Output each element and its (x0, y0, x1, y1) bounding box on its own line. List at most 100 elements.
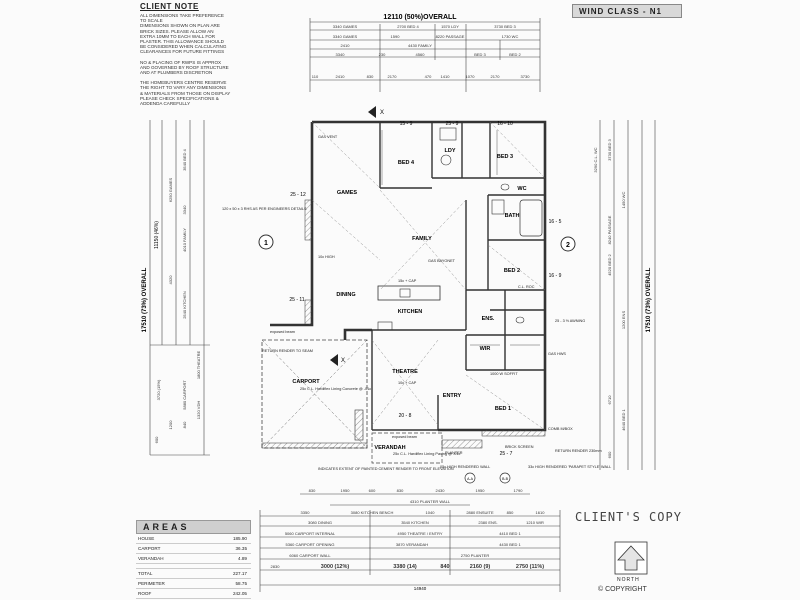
top-dim-row5: 2410 (336, 74, 346, 79)
bottom-dim-row1: 1950 (476, 488, 486, 493)
left-dim-label: 3720 (15%) (156, 379, 161, 400)
client-note-line: PLEASE CHECK SPECIFICATIONS & (140, 95, 219, 101)
top-dim-row1: 2700 BED 4 (397, 24, 419, 29)
room-size: 15 - 9 (400, 121, 413, 127)
areas-row-label: PERIMETER (138, 581, 165, 586)
planter-wall (441, 439, 483, 449)
areas-row-value: 242.05 (232, 591, 247, 596)
overall-depth-dim-right: 17510 (73%) OVERALL (646, 267, 652, 332)
right-dim-label: 600 (607, 451, 612, 458)
room-size: 25 - 9 (446, 121, 459, 127)
room-label: ENS. (482, 316, 495, 322)
areas-row-value: 4.89 (238, 556, 247, 561)
overall-width-dim: 12110 (50%)OVERALL (383, 14, 457, 21)
room-size: 25 - 7 (500, 451, 513, 457)
top-dim-row1: 3730 BED 3 (494, 24, 516, 29)
client-note-line: DIMENSIONS SHOWN ON PLAN ARE (140, 23, 220, 29)
render-strips (304, 199, 313, 326)
bottom-dim-row3: 1610 (536, 510, 546, 515)
laundry-trough (439, 127, 457, 141)
verandah-note-label: 25c C.L. Hardiflex Lining Paving @ -01c (393, 452, 460, 456)
room-label: WC (517, 186, 526, 192)
client-note-line: No & PLACING OF RWPs IS APPROX (140, 59, 222, 65)
left-dim-label: 1200 (168, 420, 173, 430)
room-label: THEATRE (392, 369, 418, 375)
fridge-high-label: 10c HIGH (318, 255, 335, 259)
room-label: CARPORT (292, 379, 320, 385)
areas-row-value: 36.35 (235, 546, 248, 551)
areas-row: PERIMETER 58.75 (136, 579, 251, 589)
north-arrow-icon (614, 541, 648, 575)
wind-class-label: WIND CLASS - N1 (572, 4, 682, 18)
robe-lines (381, 130, 540, 346)
bottom-dim-row1: 830 (397, 488, 404, 493)
room-size: 16 - 9 (549, 273, 562, 279)
bottom-dim-row8: 2750 (11%) (516, 564, 544, 570)
return-render-2-label: RETURN RENDER 230mm (555, 449, 602, 453)
right-dim-label: 3290 C.L. WC (593, 147, 598, 172)
parapet-wall-label: 33c HIGH RENDERED 'PARAPET STYLE' WALL (528, 465, 611, 469)
areas-row-value: 58.75 (235, 581, 248, 586)
client-note-line: AND GOVERNED BY ROOF STRUCTURE (140, 64, 229, 70)
client-note-line: THE RIGHT TO VARY ANY DIMENSIONS (140, 85, 227, 91)
top-dim-row5: 1410 (441, 74, 451, 79)
bottom-dim-row1: 2430 (436, 488, 446, 493)
copyright-label: © COPYRIGHT (598, 586, 647, 593)
basin-icon (491, 199, 505, 215)
toilet-icon (500, 183, 510, 191)
section-aa-label: A-A (467, 477, 474, 481)
exposed-beam-label: exposed beam (270, 330, 295, 334)
left-dimension-lines (149, 120, 210, 456)
room-label: BED 1 (495, 406, 511, 412)
toilet-ens-icon (515, 316, 525, 324)
top-dim-row2: 3340 GAMES (333, 34, 358, 39)
areas-row-value: 185.90 (232, 536, 247, 541)
left-dim-label: 3540 BED 4 (182, 148, 187, 170)
areas-row-label: CARPORT (138, 546, 161, 551)
bottom-dim-row8: 3380 (14) (393, 564, 417, 570)
gas-bayonet-label: GAS BAYONET (428, 259, 456, 263)
room-size: 25 - 12 (290, 192, 306, 198)
room-label: ENTRY (443, 393, 462, 399)
top-dim-row5: 830 (367, 74, 374, 79)
client-note-title: CLIENT NOTE (140, 2, 199, 11)
room-label: GAMES (337, 190, 358, 196)
room-label: BED 3 (497, 154, 513, 160)
overall-depth-dim-left: 17510 (73%) OVERALL (142, 267, 148, 332)
soffit-label: 1000 W SOFFIT (490, 372, 518, 376)
bottom-dim-row5: 5060 CARPORT INTERNAL (285, 531, 336, 536)
room-label: KITCHEN (398, 309, 422, 315)
section-marker-top: X (380, 110, 384, 116)
cl-roc-label: C.L. ROC (518, 285, 535, 289)
top-dim-row5: 1070 (466, 74, 476, 79)
areas-row: CARPORT 36.35 (136, 544, 251, 554)
internal-walls (371, 122, 545, 431)
bottom-dim-row1: 1790 (514, 488, 524, 493)
bottom-overall-dim: 14940 (414, 586, 427, 591)
client-note-line: PLASTER. THIS ALLOWANCE SHOULD (140, 39, 224, 45)
bottom-dim-row4: 2380 ENS. (478, 520, 497, 525)
client-note-line: ALL DIMENSIONS TAKE PREFERENCE (140, 13, 224, 18)
areas-row-value: 227.17 (232, 571, 247, 576)
section-arrow-bottom (330, 354, 338, 366)
top-dim-row1: 3340 GAMES (333, 24, 358, 29)
carport-outline (261, 339, 368, 449)
client-note-line: ADDENDA CAREFULLY (140, 101, 191, 107)
client-note-line: BRICK SIZES. PLEASE ALLOW AN (140, 28, 214, 34)
bottom-dim-row8: 3000 (12%) (321, 564, 350, 570)
room-size: 25 - 11 (289, 297, 304, 303)
client-note-line: EXTRA 10mm TO EACH WALL FOR (140, 33, 216, 39)
kitchen-bench (377, 285, 441, 301)
right-dim-label: 4640 BED 1 (621, 408, 626, 430)
section-bb-label: B-B (502, 477, 509, 481)
top-dim-row2: 8220 PASSAGE (436, 34, 465, 39)
bottom-dim-row1: 1950 (341, 488, 351, 493)
bottom-dimension-lines (259, 493, 561, 592)
grid-marker-right (560, 236, 576, 252)
bottom-dim-row4: 1210 WIR (526, 520, 544, 525)
top-dim-row5: 110 (312, 74, 319, 79)
right-dim-label: 4520 BED 2 (607, 253, 612, 275)
